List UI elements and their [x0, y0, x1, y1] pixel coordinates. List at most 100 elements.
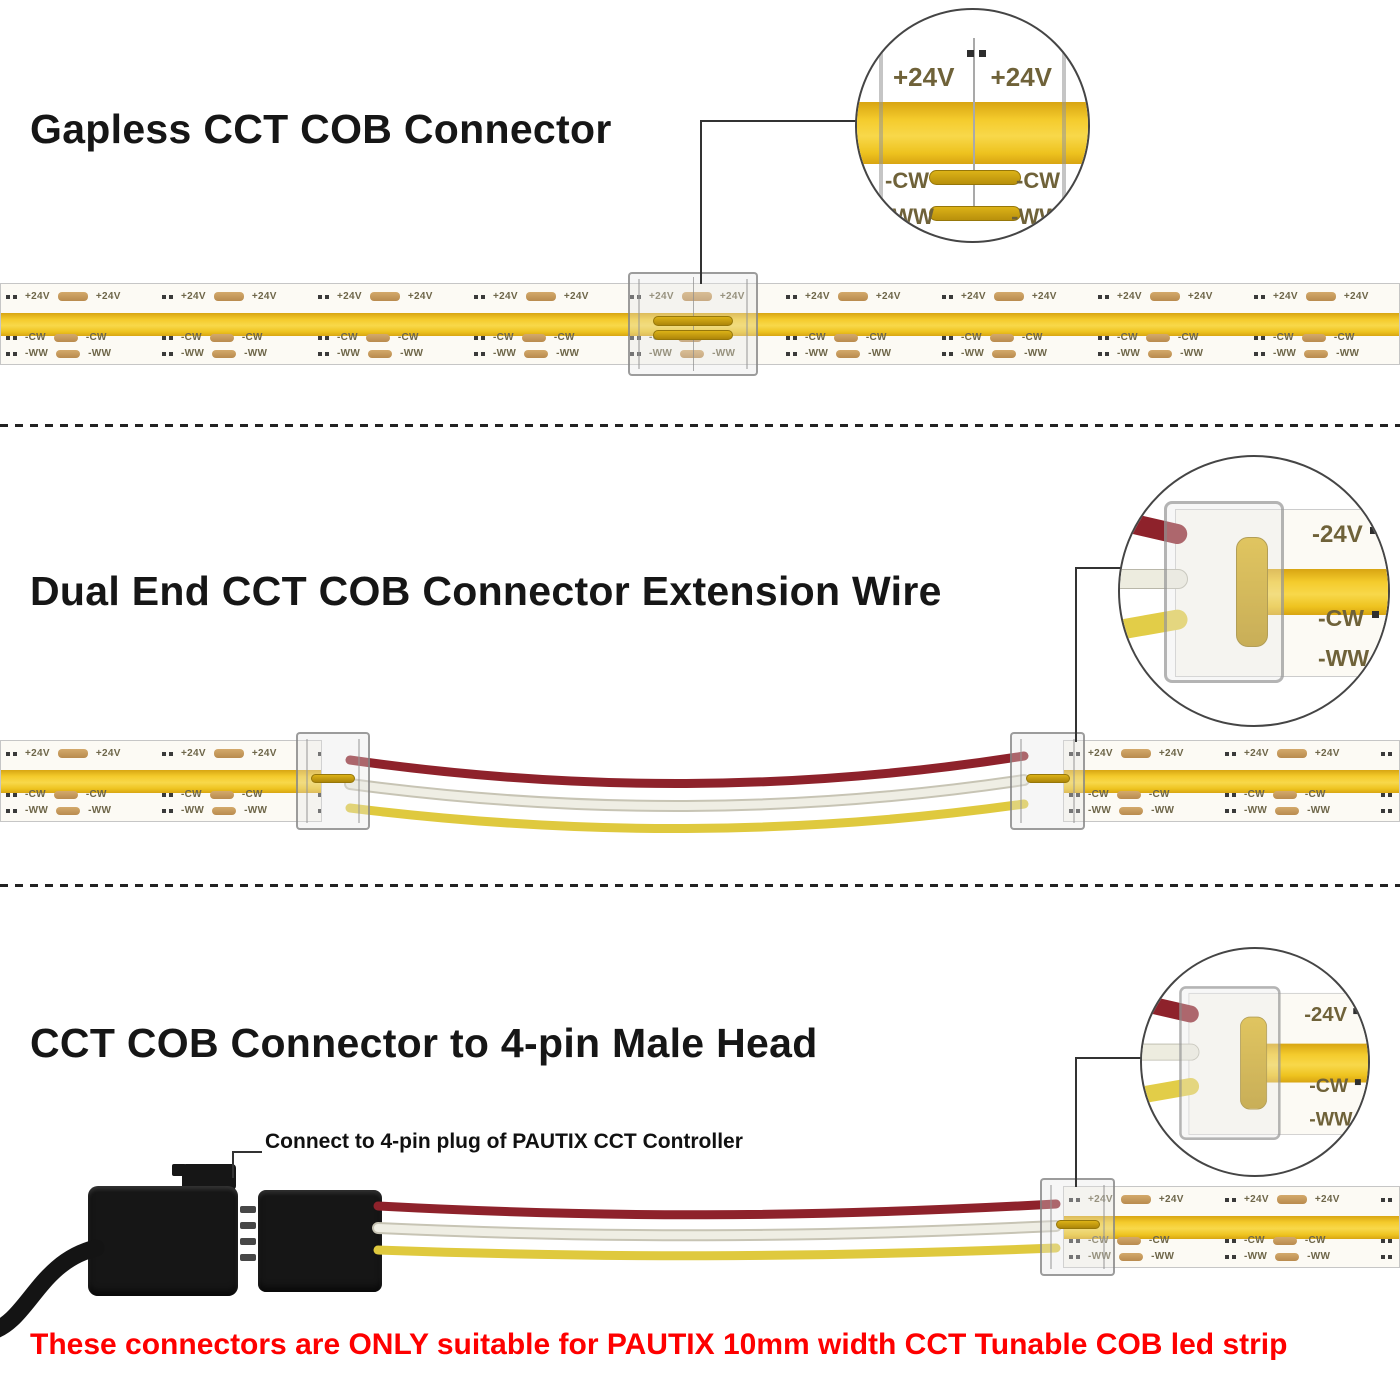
- ww-label: -WW: [1244, 805, 1268, 816]
- clip-edge: [1073, 739, 1075, 823]
- solder-pad: [1120, 1195, 1151, 1204]
- voltage-label: +24V: [251, 291, 277, 302]
- cw-label: -CW: [25, 332, 46, 343]
- positive-row: +24V +24V: [1225, 748, 1340, 759]
- cut-marks: [318, 351, 329, 356]
- cut-marks: [318, 294, 329, 299]
- extension-wire-white: [1142, 1043, 1200, 1061]
- extension-wire-white: [374, 1222, 1060, 1240]
- positive-row: +24V +24V: [162, 748, 277, 759]
- warm-white-row: -WW -WW: [1098, 348, 1203, 359]
- cool-white-row: -CW -CW: [1225, 789, 1326, 800]
- cool-white-row: -CW -CW: [1098, 332, 1199, 343]
- cw-label: -CW: [397, 332, 419, 343]
- callout-leader-line: [1075, 567, 1077, 742]
- cut-marks: [942, 351, 953, 356]
- cut-marks: [1069, 751, 1080, 756]
- warm-white-row: -WW -WW: [1069, 805, 1174, 816]
- cut-marks: [474, 335, 485, 340]
- cut-marks: [1098, 335, 1109, 340]
- ww-label: -WW: [88, 348, 112, 359]
- cool-white-row: -CW -CW: [162, 789, 263, 800]
- clip-contact: [311, 774, 355, 783]
- cob-band: [1, 770, 321, 793]
- cut-marks: [786, 294, 797, 299]
- voltage-label: +24V: [1088, 1194, 1113, 1205]
- ww-label: -WW: [885, 204, 934, 229]
- cw-label: -CW: [1177, 332, 1199, 343]
- plug-pin: [240, 1222, 256, 1229]
- voltage-label: +24V: [181, 748, 206, 759]
- cw-label: -CW: [1304, 789, 1326, 800]
- cut-marks: [786, 351, 797, 356]
- cool-white-row: -CW -CW: [1381, 1235, 1399, 1246]
- cut-mark: [1353, 1008, 1360, 1015]
- solder-pad: [1116, 790, 1141, 799]
- cut-mark: [967, 50, 974, 57]
- cut-marks: [318, 808, 321, 813]
- clip-contact: [929, 170, 1021, 185]
- solder-pad: [989, 333, 1014, 342]
- solder-pad: [209, 790, 234, 799]
- voltage-label: +24V: [1314, 1194, 1340, 1205]
- cool-white-row: -CW -CW: [1069, 1235, 1170, 1246]
- strip-segment: +24V +24V -CW -CW -WW -WW: [1, 741, 157, 821]
- cw-label: -CW: [1148, 789, 1170, 800]
- plug-pin: [240, 1206, 256, 1213]
- led-strip: +24V +24V -CW -CW -WW -WW: [1063, 740, 1400, 822]
- positive-row: +24V +24V: [1381, 748, 1399, 759]
- cw-label: -CW: [85, 789, 107, 800]
- ww-label: -WW: [244, 348, 268, 359]
- strip-segment: +24V +24V -CW -CW -WW -WW: [1093, 284, 1249, 364]
- ww-label: -WW: [1307, 1251, 1331, 1262]
- ww-label: -WW: [556, 348, 580, 359]
- voltage-label: +24V: [1158, 748, 1184, 759]
- strip-segment: +24V +24V -CW -CW -WW -WW: [313, 284, 469, 364]
- cut-mark: [1372, 611, 1379, 618]
- ww-label: -WW: [1309, 1107, 1353, 1130]
- warm-white-row: -WW -WW: [1069, 1251, 1174, 1262]
- cw-label: -CW: [1148, 1235, 1170, 1246]
- voltage-label: +24V: [1244, 748, 1269, 759]
- cool-white-row: -CW -CW: [474, 332, 575, 343]
- cut-mark: [979, 50, 986, 57]
- ww-label: -WW: [649, 348, 673, 359]
- plug-cable: [0, 1239, 105, 1338]
- plug-pin: [240, 1238, 256, 1245]
- positive-row: +24V +24V: [318, 748, 321, 759]
- clip-contact: [929, 206, 1021, 221]
- cw-label: -CW: [337, 332, 358, 343]
- cut-marks: [162, 335, 173, 340]
- strip-end-pad: [1236, 537, 1268, 647]
- cw-label: -CW: [1088, 789, 1109, 800]
- cut-marks: [1225, 792, 1236, 797]
- cut-marks: [1254, 294, 1265, 299]
- voltage-label: +24V: [1088, 748, 1113, 759]
- cw-label: -CW: [1244, 789, 1265, 800]
- solder-pad: [1272, 1236, 1297, 1245]
- cw-label: -CW: [1309, 1074, 1349, 1097]
- solder-pad: [1119, 806, 1144, 815]
- ww-label: -WW: [805, 348, 829, 359]
- solder-pad: [1276, 1195, 1307, 1204]
- plug-latch: [182, 1164, 236, 1190]
- cw-label: -CW: [961, 332, 982, 343]
- voltage-label: +24V: [1031, 291, 1057, 302]
- strip-segment: +24V +24V -CW -CW -WW -WW: [1064, 1187, 1220, 1267]
- cut-marks: [1069, 808, 1080, 813]
- warm-white-row: -WW -WW: [786, 348, 891, 359]
- solder-pad: [212, 806, 237, 815]
- ww-label: -WW: [961, 348, 985, 359]
- ww-label: -WW: [1180, 348, 1204, 359]
- plug-socket: [258, 1190, 382, 1292]
- warm-white-row: -WW -WW: [162, 348, 267, 359]
- solder-pad: [1272, 790, 1297, 799]
- cw-label: -CW: [1088, 1235, 1109, 1246]
- callout-leader-line: [700, 120, 702, 284]
- section-title-male-head: CCT COB Connector to 4-pin Male Head: [30, 1020, 818, 1066]
- clip-contact: [653, 316, 733, 326]
- cool-white-row: -CW -CW: [162, 332, 263, 343]
- cw-label: -CW: [181, 332, 202, 343]
- extension-wires: [344, 751, 1030, 834]
- cut-marks: [6, 792, 17, 797]
